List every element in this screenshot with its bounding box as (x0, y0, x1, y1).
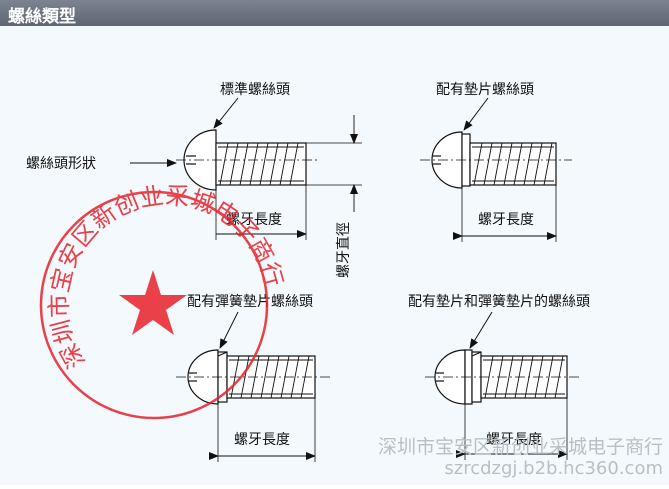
label-thread-diameter: 螺牙直徑 (335, 222, 352, 278)
standard-screw-drawing (130, 97, 362, 240)
label-thread-length-3: 螺牙長度 (234, 432, 290, 448)
watermark-company: 深圳市宝安区新创业采城电子商行 (377, 436, 663, 458)
label-thread-length-2: 螺牙長度 (478, 212, 534, 228)
stamp-star-icon (119, 270, 187, 335)
label-thread-length-4: 螺牙長度 (486, 432, 542, 448)
spring-washer-screw-drawing (176, 311, 330, 462)
stamp-text: 深圳市宝安区新创业采城电子商行 (45, 181, 288, 373)
label-washer-spring-head: 配有墊片和彈簧墊片的螺絲頭 (408, 294, 590, 310)
screw-types-diagram: 標準螺絲頭 配有墊片螺絲頭 螺絲頭形狀 螺牙長度 螺牙長度 配有彈簧墊片螺絲頭 … (26, 82, 590, 462)
label-head-shape: 螺絲頭形狀 (26, 156, 96, 172)
label-thread-length-1: 螺牙長度 (226, 212, 282, 228)
washer-spring-screw-drawing (425, 311, 582, 460)
watermark-url: szrcdzgj.b2b.hc360.com (444, 458, 663, 479)
washer-screw-drawing (420, 97, 572, 242)
section-header: 螺絲類型 (0, 0, 669, 27)
diagram-canvas: 標準螺絲頭 配有墊片螺絲頭 螺絲頭形狀 螺牙長度 螺牙長度 配有彈簧墊片螺絲頭 … (0, 26, 669, 485)
section-title: 螺絲類型 (8, 7, 76, 27)
label-standard-head: 標準螺絲頭 (220, 82, 290, 98)
label-spring-washer-head: 配有彈簧墊片螺絲頭 (187, 294, 313, 310)
label-washer-head: 配有墊片螺絲頭 (436, 82, 534, 98)
